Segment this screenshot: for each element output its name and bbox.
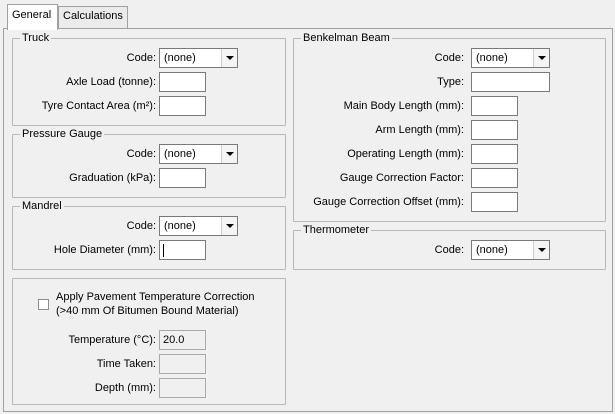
tyre-area-input[interactable] [159, 96, 206, 116]
mandrel-legend: Mandrel [20, 199, 64, 213]
graduation-label: Graduation (kPa): [69, 172, 156, 184]
chevron-down-icon [538, 56, 546, 60]
mandrel-code-select[interactable]: (none) [159, 216, 238, 236]
mandrel-code-value: (none) [164, 220, 196, 232]
chevron-down-icon [538, 248, 546, 252]
thermometer-group: Thermometer Code: (none) [293, 223, 606, 270]
tab-panel-general: Truck Code: (none) Axle Load (tonne): Ty… [3, 28, 613, 412]
pavement-correction-label-1: Apply Pavement Temperature Correction [56, 291, 255, 303]
thermometer-code-label: Code: [434, 244, 464, 256]
dropdown-button[interactable] [533, 241, 549, 259]
axle-load-input[interactable] [159, 72, 206, 92]
benkelman-beam-group: Benkelman Beam Code: (none) Type: Main B… [293, 31, 606, 222]
tyre-area-label: Tyre Contact Area (m²): [41, 100, 156, 112]
pressure-gauge-legend: Pressure Gauge [20, 127, 105, 141]
tab-label: General [12, 9, 52, 21]
tab-label: Calculations [63, 10, 123, 22]
time-taken-label: Time Taken: [96, 358, 156, 370]
truck-code-value: (none) [164, 52, 196, 64]
temperature-input[interactable]: 20.0 [159, 330, 206, 350]
graduation-input[interactable] [159, 168, 206, 188]
chevron-down-icon [226, 224, 234, 228]
type-input[interactable] [471, 72, 550, 92]
truck-code-label: Code: [126, 52, 156, 64]
pressure-gauge-group: Pressure Gauge Code: (none) Graduation (… [12, 127, 286, 198]
truck-code-select[interactable]: (none) [159, 48, 238, 68]
mandrel-group: Mandrel Code: (none) Hole Diameter (mm): [12, 199, 286, 270]
hole-diameter-input[interactable] [159, 240, 206, 260]
pavement-correction-label-2: (>40 mm Of Bitumen Bound Material) [56, 305, 239, 317]
gauge-correction-factor-input[interactable] [471, 168, 518, 188]
chevron-down-icon [226, 56, 234, 60]
thermometer-legend: Thermometer [301, 223, 372, 237]
main-body-length-label: Main Body Length (mm): [343, 100, 464, 112]
tab-general[interactable]: General [7, 4, 58, 30]
axle-load-label: Axle Load (tonne): [66, 76, 156, 88]
pavement-correction-checkbox[interactable] [38, 299, 49, 310]
mandrel-code-label: Code: [126, 220, 156, 232]
temperature-label: Temperature (°C): [68, 334, 156, 346]
operating-length-input[interactable] [471, 144, 518, 164]
benkelman-legend: Benkelman Beam [301, 31, 392, 45]
thermometer-code-select[interactable]: (none) [471, 240, 550, 260]
dropdown-button[interactable] [221, 145, 237, 163]
thermometer-code-value: (none) [476, 244, 508, 256]
depth-label: Depth (mm): [94, 382, 156, 394]
gauge-code-label: Code: [126, 148, 156, 160]
dropdown-button[interactable] [221, 49, 237, 67]
arm-length-label: Arm Length (mm): [375, 124, 464, 136]
tab-calculations[interactable]: Calculations [58, 6, 128, 28]
benkelman-code-value: (none) [476, 52, 508, 64]
chevron-down-icon [226, 152, 234, 156]
gauge-code-select[interactable]: (none) [159, 144, 238, 164]
arm-length-input[interactable] [471, 120, 518, 140]
hole-diameter-label: Hole Diameter (mm): [53, 244, 156, 256]
main-body-length-input[interactable] [471, 96, 518, 116]
truck-legend: Truck [20, 31, 52, 45]
text-cursor [163, 244, 164, 257]
time-taken-input[interactable] [159, 354, 206, 374]
operating-length-label: Operating Length (mm): [347, 148, 464, 160]
dropdown-button[interactable] [221, 217, 237, 235]
type-label: Type: [437, 76, 464, 88]
gauge-correction-factor-label: Gauge Correction Factor: [339, 172, 464, 184]
truck-group: Truck Code: (none) Axle Load (tonne): Ty… [12, 31, 286, 126]
gauge-code-value: (none) [164, 148, 196, 160]
benkelman-code-select[interactable]: (none) [471, 48, 550, 68]
dropdown-button[interactable] [533, 49, 549, 67]
benkelman-code-label: Code: [434, 52, 464, 64]
gauge-correction-offset-input[interactable] [471, 192, 518, 212]
gauge-correction-offset-label: Gauge Correction Offset (mm): [313, 196, 464, 208]
depth-input[interactable] [159, 378, 206, 398]
pavement-correction-group: Apply Pavement Temperature Correction (>… [12, 278, 286, 405]
